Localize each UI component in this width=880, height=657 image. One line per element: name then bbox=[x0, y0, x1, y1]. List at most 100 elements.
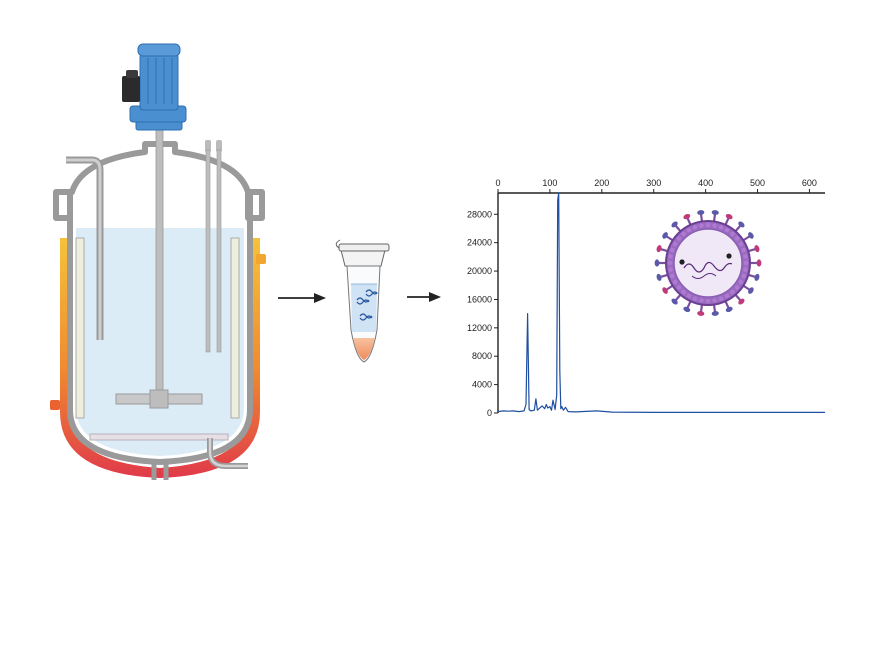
virus-bead bbox=[734, 285, 740, 290]
bioreactor-icon bbox=[50, 43, 266, 480]
arrow-to-tube bbox=[278, 293, 326, 303]
virus-spike-head bbox=[711, 210, 719, 215]
virus-spike-head bbox=[656, 245, 662, 253]
virus-bead bbox=[734, 236, 740, 241]
virus-bead bbox=[686, 227, 692, 233]
virus-spike-head bbox=[683, 306, 691, 313]
virus-bead bbox=[743, 260, 749, 266]
virus-bead bbox=[681, 289, 686, 295]
virus-spike-head bbox=[711, 311, 719, 316]
y-tick-label: 12000 bbox=[467, 323, 492, 333]
virus-bead bbox=[730, 231, 735, 237]
virus-bead bbox=[670, 273, 675, 279]
y-axis-ticks: 0 4000 8000 12000 16000 20000 24000 28000 bbox=[467, 209, 498, 418]
tube-pellet bbox=[353, 338, 375, 360]
virus-bead bbox=[718, 225, 724, 230]
virus-rna-icon bbox=[683, 261, 733, 273]
impeller-hub bbox=[149, 389, 169, 409]
chromatogram-trace bbox=[497, 192, 825, 413]
virus-bead bbox=[718, 296, 724, 301]
virus-bead bbox=[724, 293, 730, 299]
virus-spike-head bbox=[748, 287, 754, 294]
virus-bead bbox=[705, 222, 711, 228]
heating-jacket bbox=[60, 238, 260, 478]
virus-bead bbox=[668, 254, 673, 259]
agitator-shaft bbox=[155, 127, 164, 399]
virus-bead bbox=[712, 298, 717, 303]
virus-bead bbox=[743, 254, 748, 259]
jacket-port-left bbox=[50, 400, 60, 410]
virus-spike-head bbox=[697, 311, 705, 316]
virus-spike-head bbox=[671, 298, 678, 305]
y-tick-label: 16000 bbox=[467, 294, 492, 304]
x-tick-label: 600 bbox=[802, 178, 817, 188]
virus-bead bbox=[741, 273, 746, 279]
agitator-motor-icon bbox=[122, 43, 187, 131]
x-tick-label: 300 bbox=[646, 178, 661, 188]
virus-bead bbox=[672, 241, 678, 247]
x-tick-label: 0 bbox=[495, 178, 500, 188]
virus-bead bbox=[730, 289, 735, 295]
virus-bead bbox=[699, 298, 704, 303]
virus-bead bbox=[670, 247, 675, 253]
probe-right bbox=[216, 140, 222, 353]
virus-spike-head bbox=[671, 221, 678, 228]
bottom-outlet bbox=[151, 462, 169, 480]
virus-spike-head bbox=[754, 273, 760, 281]
virus-bead bbox=[699, 223, 704, 228]
chromatogram-chart: 0 100 200 300 400 500 600 0 4000 8000 12000 16000 2… bbox=[467, 178, 825, 418]
virus-bead bbox=[668, 267, 673, 272]
x-axis-ticks: 0 100 200 300 400 500 600 bbox=[495, 178, 817, 193]
y-tick-label: 20000 bbox=[467, 266, 492, 276]
virus-bead bbox=[686, 293, 692, 299]
y-tick-label: 8000 bbox=[472, 351, 492, 361]
arrow-to-chromatogram bbox=[407, 292, 441, 302]
virus-membrane-beads bbox=[667, 222, 749, 304]
virus-spike-head bbox=[738, 298, 745, 305]
virus-bead bbox=[743, 267, 748, 272]
dna-strands-icon bbox=[356, 289, 378, 321]
virus-bead bbox=[705, 298, 711, 304]
baffle-right bbox=[230, 237, 240, 419]
virus-spike-head bbox=[683, 213, 691, 220]
virus-spike-head bbox=[662, 287, 668, 294]
virus-bead bbox=[724, 227, 730, 233]
virus-particle-icon bbox=[654, 210, 762, 316]
x-tick-label: 400 bbox=[698, 178, 713, 188]
tube-supernatant bbox=[351, 284, 377, 332]
virus-bead bbox=[692, 225, 698, 230]
virus-bead bbox=[676, 285, 682, 290]
virus-protein-dot bbox=[679, 259, 685, 265]
jacket-port-right bbox=[256, 254, 266, 264]
virus-bead bbox=[681, 231, 686, 237]
virus-bead bbox=[741, 247, 746, 253]
baffle-left bbox=[75, 237, 85, 419]
y-tick-label: 4000 bbox=[472, 380, 492, 390]
virus-bead bbox=[672, 279, 678, 285]
virus-spike-head bbox=[738, 221, 745, 228]
virus-protein-dot bbox=[726, 253, 732, 259]
y-tick-label: 24000 bbox=[467, 238, 492, 248]
virus-spike-head bbox=[654, 259, 660, 267]
virus-bead bbox=[667, 260, 673, 266]
virus-spike-head bbox=[754, 245, 760, 253]
virus-bead bbox=[712, 223, 717, 228]
virus-bead bbox=[738, 241, 744, 247]
x-tick-label: 200 bbox=[594, 178, 609, 188]
virus-bead bbox=[676, 236, 682, 241]
virus-spike-head bbox=[656, 273, 662, 281]
virus-bead bbox=[692, 296, 698, 301]
y-tick-label: 0 bbox=[487, 408, 492, 418]
virus-bead bbox=[738, 279, 744, 285]
virus-spike-head bbox=[725, 306, 733, 313]
x-tick-label: 100 bbox=[542, 178, 557, 188]
virus-spike-head bbox=[697, 210, 705, 215]
x-tick-label: 500 bbox=[750, 178, 765, 188]
virus-spike-head bbox=[756, 259, 762, 267]
microcentrifuge-tube-icon bbox=[335, 239, 390, 363]
virus-spike-head bbox=[725, 213, 733, 220]
sparger-plate bbox=[89, 433, 229, 441]
virus-spike-head bbox=[662, 232, 668, 239]
y-tick-label: 28000 bbox=[467, 209, 492, 219]
